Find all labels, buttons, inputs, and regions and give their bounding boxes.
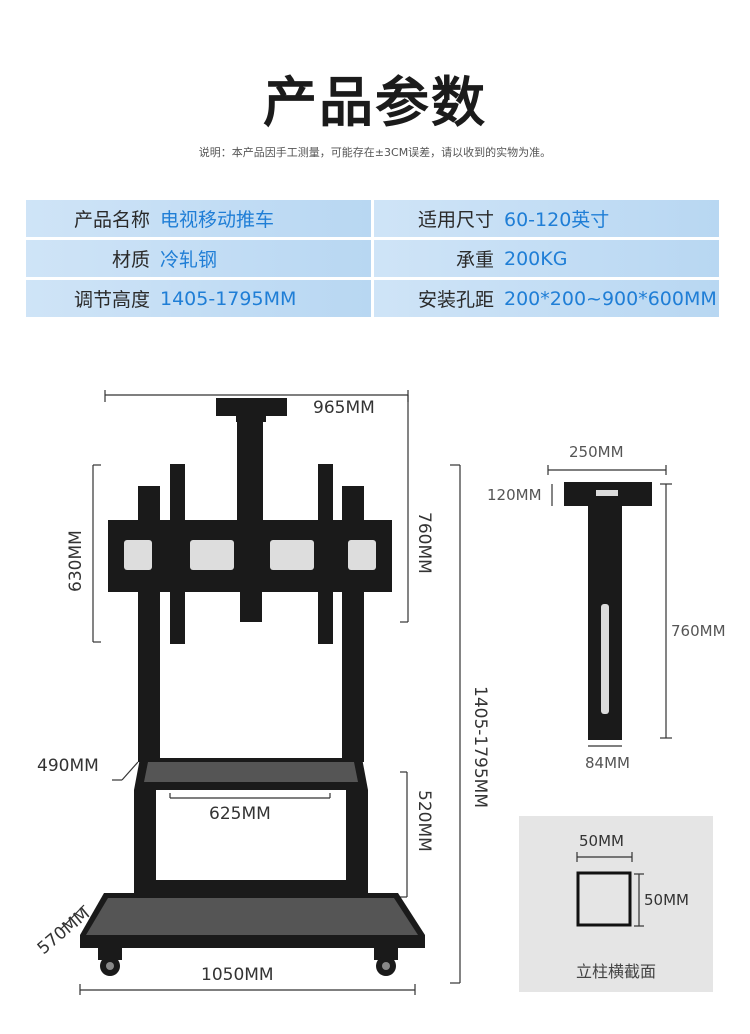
dim-bracket-width: 250MM	[569, 443, 624, 461]
spec-table: 产品名称 电视移动推车 适用尺寸 60-120英寸 材质 冷轧钢 承重 200K…	[26, 200, 719, 320]
spec-value: 1405-1795MM	[160, 287, 297, 310]
spec-value: 冷轧钢	[160, 249, 218, 271]
spec-row: 调节高度 1405-1795MM 安装孔距 200*200~900*600MM	[26, 280, 719, 317]
dim-mount-height: 630MM	[66, 530, 86, 592]
wall-plate-cutouts	[124, 540, 376, 570]
dim-shelf-height: 520MM	[414, 790, 434, 852]
dim-total-height: 1405-1795MM	[470, 686, 490, 808]
dim-shelf-depth: 490MM	[37, 756, 99, 776]
spec-value: 电视移动推车	[160, 209, 275, 231]
bracket-dimension-lines	[547, 465, 672, 747]
spec-value: 200*200~900*600MM	[504, 287, 717, 310]
spec-row: 材质 冷轧钢 承重 200KG	[26, 240, 719, 277]
caster-hubs	[106, 962, 390, 970]
spec-label: 调节高度	[73, 289, 150, 311]
cross-section-drawing	[576, 852, 644, 927]
spec-cell: 产品名称 电视移动推车	[26, 200, 371, 237]
page-title: 产品参数	[263, 71, 487, 134]
dim-section-width: 50MM	[579, 832, 624, 850]
spec-row: 产品名称 电视移动推车 适用尺寸 60-120英寸	[26, 200, 719, 237]
shelf-top-surface	[144, 762, 358, 782]
dim-bracket-post-width: 84MM	[585, 754, 630, 772]
spec-value: 200KG	[504, 247, 568, 270]
spec-label: 适用尺寸	[417, 209, 494, 231]
spec-cell: 调节高度 1405-1795MM	[26, 280, 371, 317]
column-cross-section: 50MM 50MM 立柱横截面	[519, 816, 713, 992]
section-caption: 立柱横截面	[575, 962, 656, 981]
bracket-slot	[596, 490, 618, 714]
base-top-surface	[86, 898, 418, 935]
dim-bracket-depth: 120MM	[487, 486, 542, 504]
dim-column-height: 760MM	[414, 512, 434, 574]
spec-value: 60-120英寸	[504, 209, 610, 231]
measurement-note: 说明：本产品因手工测量，可能存在±3CM误差，请以收到的实物为准。	[198, 146, 552, 159]
spec-label: 承重	[455, 249, 494, 271]
spec-cell: 安装孔距 200*200~900*600MM	[374, 280, 719, 317]
dim-shelf-width: 625MM	[209, 804, 271, 824]
spec-label: 产品名称	[73, 209, 150, 231]
tv-cart	[80, 398, 425, 976]
spec-cell: 材质 冷轧钢	[26, 240, 371, 277]
spec-label: 安装孔距	[417, 289, 494, 311]
dim-base-width: 1050MM	[201, 965, 274, 985]
dimension-lines	[59, 390, 461, 995]
dim-bracket-height: 760MM	[671, 622, 726, 640]
spec-cell: 承重 200KG	[374, 240, 719, 277]
spec-label: 材质	[111, 249, 150, 271]
dim-top-width: 965MM	[313, 398, 375, 418]
dim-section-height: 50MM	[644, 891, 689, 909]
spec-cell: 适用尺寸 60-120英寸	[374, 200, 719, 237]
